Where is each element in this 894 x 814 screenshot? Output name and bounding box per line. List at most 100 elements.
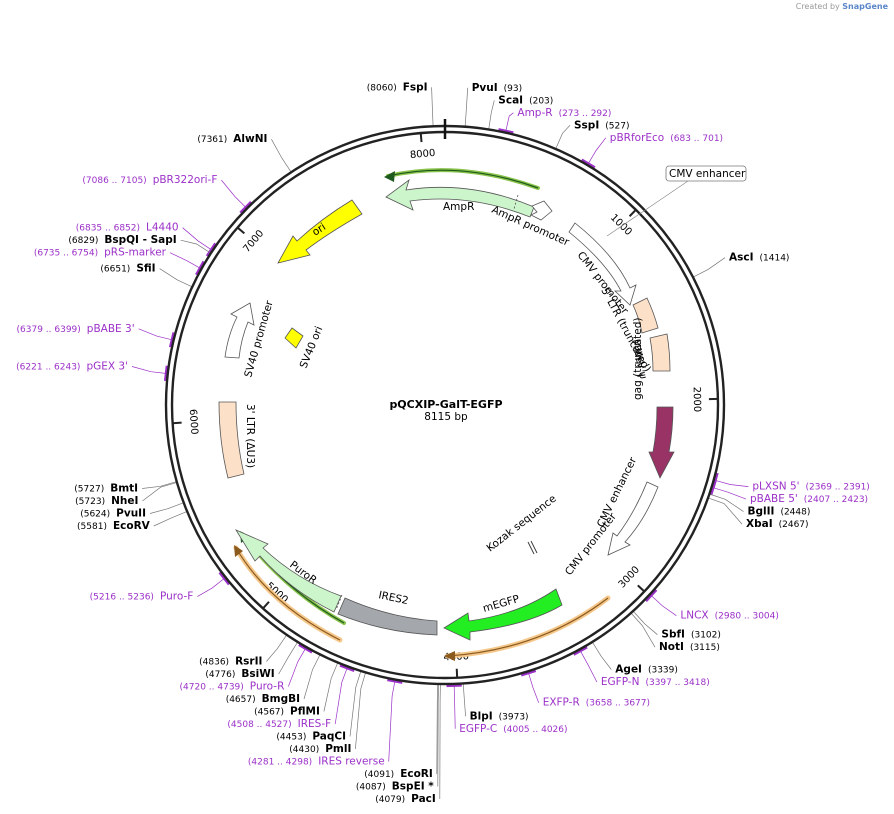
site-leader-line <box>149 502 184 514</box>
primer-name: EGFP-N <box>601 676 640 688</box>
site-label: (4657)BmgBI <box>226 693 300 705</box>
feature-cmv-enhancer-arrow <box>607 481 659 556</box>
primer-label: (6379 .. 6399)pBABE 3' <box>17 323 135 335</box>
site-name: SspI <box>574 119 599 131</box>
site-label: (4079) PacI <box>375 793 436 805</box>
tick-label: 5000 <box>264 581 290 606</box>
feature-puror-arrow <box>234 529 342 613</box>
primer-site-mark <box>581 158 596 169</box>
primer-range: (4281 .. 4298) <box>248 758 312 768</box>
site-position: (3339) <box>648 666 678 676</box>
site-name: PvuI <box>472 82 498 94</box>
site-label: (4453)PaqCI <box>276 731 346 743</box>
site-position: (7361) <box>197 135 227 145</box>
primer-range: (2980 .. 3004) <box>715 612 779 622</box>
site-leader-line <box>437 683 439 787</box>
site-leader-line <box>464 87 469 127</box>
cmv-enhancer-callout-label: CMV enhancer <box>669 168 746 180</box>
primer-label: EXFP-R(3658 .. 3677) <box>543 697 650 709</box>
site-position: (527) <box>605 121 629 131</box>
primer-site-mark <box>573 646 588 656</box>
site-position: (4079) <box>375 795 405 805</box>
primer-label: (7086 .. 7105)pBR322ori-F <box>82 174 217 186</box>
primer-name: Puro-R <box>250 681 285 693</box>
primer-leader-line <box>288 646 307 687</box>
primer-label: EGFP-N(3397 .. 3418) <box>601 676 710 688</box>
feature-ires2-box <box>337 597 438 636</box>
primer-range: (6835 .. 6852) <box>76 224 140 234</box>
site-label: SbfI(3102) <box>661 629 721 641</box>
primer-name: pRS-marker <box>104 247 167 259</box>
primer-name: Puro-F <box>160 591 193 603</box>
site-name: NotI <box>659 641 684 653</box>
site-position: (3973) <box>499 712 529 722</box>
plasmid-name: pQCXIP-GalT-EGFP <box>389 398 502 411</box>
tick-mark <box>236 226 246 235</box>
site-position: (3102) <box>691 631 721 641</box>
site-name: PvuII <box>116 508 146 520</box>
primer-label: pBRforEco(683 .. 701) <box>610 132 723 144</box>
site-label: AgeI (3339) <box>615 664 678 676</box>
tick-mark <box>628 209 637 217</box>
site-leader-line <box>592 641 612 670</box>
site-name: BspEI * <box>392 781 435 793</box>
site-name: PflMI <box>290 706 320 718</box>
features <box>218 168 675 661</box>
primer-label: pBABE 5'(2407 .. 2423) <box>750 493 868 505</box>
primer-site-mark <box>645 589 658 602</box>
site-name: PacI <box>411 793 436 805</box>
site-position: (2448) <box>780 508 810 518</box>
primer-site-mark <box>205 242 217 257</box>
site-leader-line <box>303 654 321 700</box>
site-leader-line <box>630 612 656 648</box>
site-label: (4776)BsiWI <box>205 668 274 680</box>
primer-leader-line <box>138 328 174 341</box>
kozak-mark-2 <box>530 540 538 554</box>
primer-range: (2369 .. 2391) <box>806 483 870 493</box>
site-position: (203) <box>529 96 553 106</box>
site-name: AgeI <box>615 664 642 676</box>
feature-label-gag: gag (truncated) <box>632 318 644 401</box>
feature-gag-arrow <box>648 406 675 479</box>
site-position: (1414) <box>760 254 790 264</box>
site-label: (6651)SfiI <box>100 263 155 275</box>
site-position: (2467) <box>779 520 809 530</box>
site-leader-line <box>323 662 339 712</box>
site-leader-line <box>159 268 193 288</box>
tick-label: 8000 <box>409 148 435 161</box>
site-name: AscI <box>729 252 754 264</box>
primer-leader-line <box>334 666 349 725</box>
cmv-enhancer-callout-line <box>606 180 689 237</box>
site-leader-line <box>709 493 744 512</box>
site-label: BglII(2448) <box>748 506 811 518</box>
primer-leader-line <box>587 137 607 166</box>
site-name: RsrII <box>235 656 262 668</box>
primer-name: pBABE 5' <box>750 493 798 505</box>
amp-translation-arrowhead <box>384 171 395 182</box>
primer-name: pBRforEco <box>610 132 664 144</box>
site-label: SspI (527) <box>574 119 629 131</box>
site-leader-line <box>436 683 439 775</box>
primer-label: (4720 .. 4739)Puro-R <box>180 681 285 693</box>
site-leader-line <box>632 610 658 635</box>
primer-name: pLXSN 5' <box>752 481 799 493</box>
site-position: (6651) <box>100 265 130 275</box>
feature-megfp-arrow <box>443 588 563 641</box>
site-position: (4430) <box>289 745 319 755</box>
primer-site-mark <box>195 260 205 276</box>
primer-range: (6379 .. 6399) <box>17 325 81 335</box>
primer-range: (3658 .. 3677) <box>586 699 650 709</box>
feature-ori-arrow <box>277 199 363 264</box>
amp-translation-arrow-core <box>387 169 539 189</box>
primer-label: (4281 .. 4298)IRES reverse <box>248 756 385 768</box>
site-position: (4087) <box>356 783 386 793</box>
feature-sv40-ori-box <box>284 327 304 349</box>
primer-label: pLXSN 5' (2369 .. 2391) <box>752 481 869 493</box>
amp-translation-arrow <box>386 168 540 190</box>
site-position: (8060) <box>367 83 397 93</box>
egfp-translation-arrowhead <box>444 651 455 661</box>
tick-label: 6000 <box>187 409 200 435</box>
site-name: ScaI <box>498 94 523 106</box>
site-label: (4567)PflMI <box>254 706 320 718</box>
